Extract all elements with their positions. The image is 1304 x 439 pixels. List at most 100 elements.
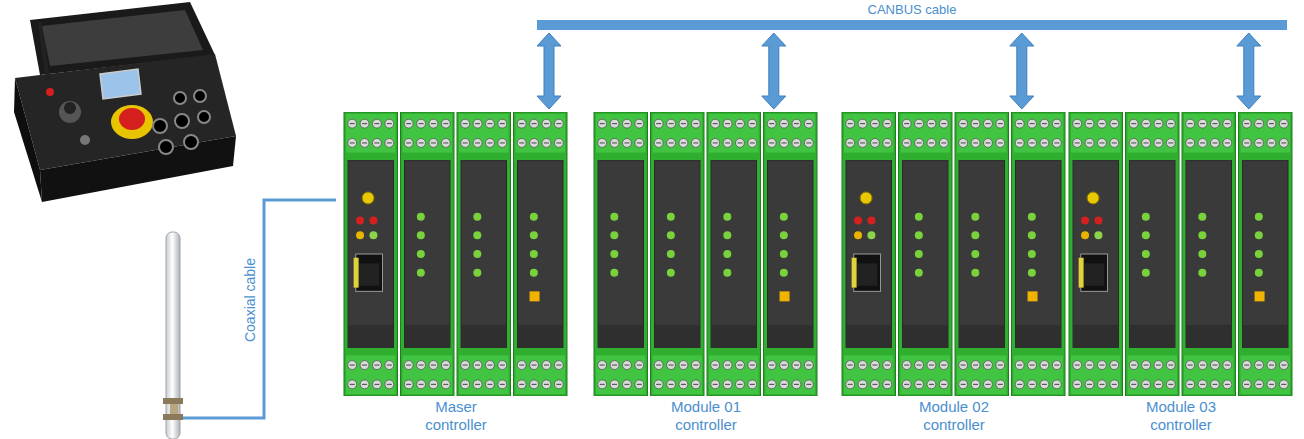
drawing-part [1097, 361, 1106, 370]
drawing-part [939, 380, 948, 389]
drawing-part [594, 112, 648, 396]
drawing-part [1225, 142, 1230, 143]
drawing-part [985, 384, 990, 385]
drawing-part [348, 380, 357, 389]
drawing-part [1040, 119, 1049, 128]
drawing-part [1030, 142, 1035, 143]
drawing-part [519, 142, 524, 143]
drawing-part [1075, 142, 1080, 143]
drawing-part [998, 365, 1003, 366]
drawing-part [360, 119, 369, 128]
drawing-part [362, 192, 374, 204]
drawing-part [667, 380, 676, 389]
drawing-part [929, 384, 934, 385]
drawing-part [1166, 138, 1175, 147]
bus-arrow [762, 33, 786, 109]
drawing-part [194, 90, 206, 102]
drawing-part [983, 119, 992, 128]
drawing-part [372, 380, 381, 389]
drawing-part [996, 119, 1005, 128]
drawing-part [519, 365, 524, 366]
drawing-part [669, 365, 674, 366]
drawing-part [100, 69, 141, 99]
drawing-part [1239, 112, 1293, 396]
drawing-part [844, 114, 894, 153]
drawing-part [624, 123, 629, 124]
drawing-part [750, 142, 755, 143]
drawing-part [356, 231, 364, 239]
drawing-part [610, 119, 619, 128]
drawing-part [1126, 112, 1180, 396]
drawing-part [153, 119, 167, 133]
drawing-part [1028, 361, 1037, 370]
drawing-part [1142, 250, 1150, 258]
drawing-part [693, 142, 698, 143]
drawing-part [1112, 142, 1117, 143]
drawing-part [598, 325, 644, 347]
drawing-part [417, 213, 425, 221]
drawing-part [915, 138, 924, 147]
drawing-part [1073, 361, 1082, 370]
drawing-part [768, 161, 814, 348]
drawing-part [1212, 123, 1217, 124]
drawing-part [1281, 142, 1286, 143]
drawing-part [917, 142, 922, 143]
drawing-part [360, 380, 369, 389]
drawing-part [360, 138, 369, 147]
drawing-part [681, 384, 686, 385]
drawing-part [429, 361, 438, 370]
drawing-part [348, 325, 394, 347]
drawing-part [667, 119, 676, 128]
drawing-part [80, 135, 90, 145]
drawing-part [1073, 325, 1119, 347]
drawing-part [500, 384, 505, 385]
drawing-part [374, 142, 379, 143]
drawing-part [1210, 138, 1219, 147]
drawing-part [1014, 355, 1064, 394]
drawing-part [656, 123, 661, 124]
drawing-part [354, 258, 359, 288]
drawing-part [1267, 119, 1276, 128]
drawing-part [610, 231, 618, 239]
drawing-part [518, 325, 564, 347]
drawing-part [500, 123, 505, 124]
drawing-part [610, 138, 619, 147]
drawing-part [1071, 114, 1121, 153]
drawing-part [1128, 355, 1178, 394]
drawing-part [635, 138, 644, 147]
cable-band: CANBUS cable [537, 0, 1287, 30]
drawing-part [372, 138, 381, 147]
drawing-part [1073, 119, 1082, 128]
drawing-part [1071, 355, 1121, 394]
drawing-part [846, 361, 855, 370]
drawing-part [544, 142, 549, 143]
drawing-part [667, 269, 675, 277]
drawing-part [939, 119, 948, 128]
drawing-part [1154, 119, 1163, 128]
drawing-part [419, 365, 424, 366]
drawing-part [473, 380, 482, 389]
drawing-part [406, 142, 411, 143]
drawing-part [1131, 142, 1136, 143]
drawing-part [961, 142, 966, 143]
drawing-part [1073, 138, 1082, 147]
drawing-part [1200, 384, 1205, 385]
drawing-part [1255, 231, 1263, 239]
drawing-part [1239, 112, 1293, 396]
drawing-part [387, 384, 392, 385]
drawing-part [346, 355, 396, 394]
drawing-part [1267, 138, 1276, 147]
drawing-part [170, 404, 178, 414]
drawing-part [461, 161, 507, 348]
drawing-part [748, 380, 757, 389]
drawing-part [794, 365, 799, 366]
drawing-part [600, 142, 605, 143]
drawing-part [872, 384, 877, 385]
drawing-part [667, 361, 676, 370]
drawing-part [1154, 380, 1163, 389]
drawing-part [1085, 380, 1094, 389]
drawing-part [463, 123, 468, 124]
drawing-part [667, 231, 675, 239]
drawing-part [544, 365, 549, 366]
